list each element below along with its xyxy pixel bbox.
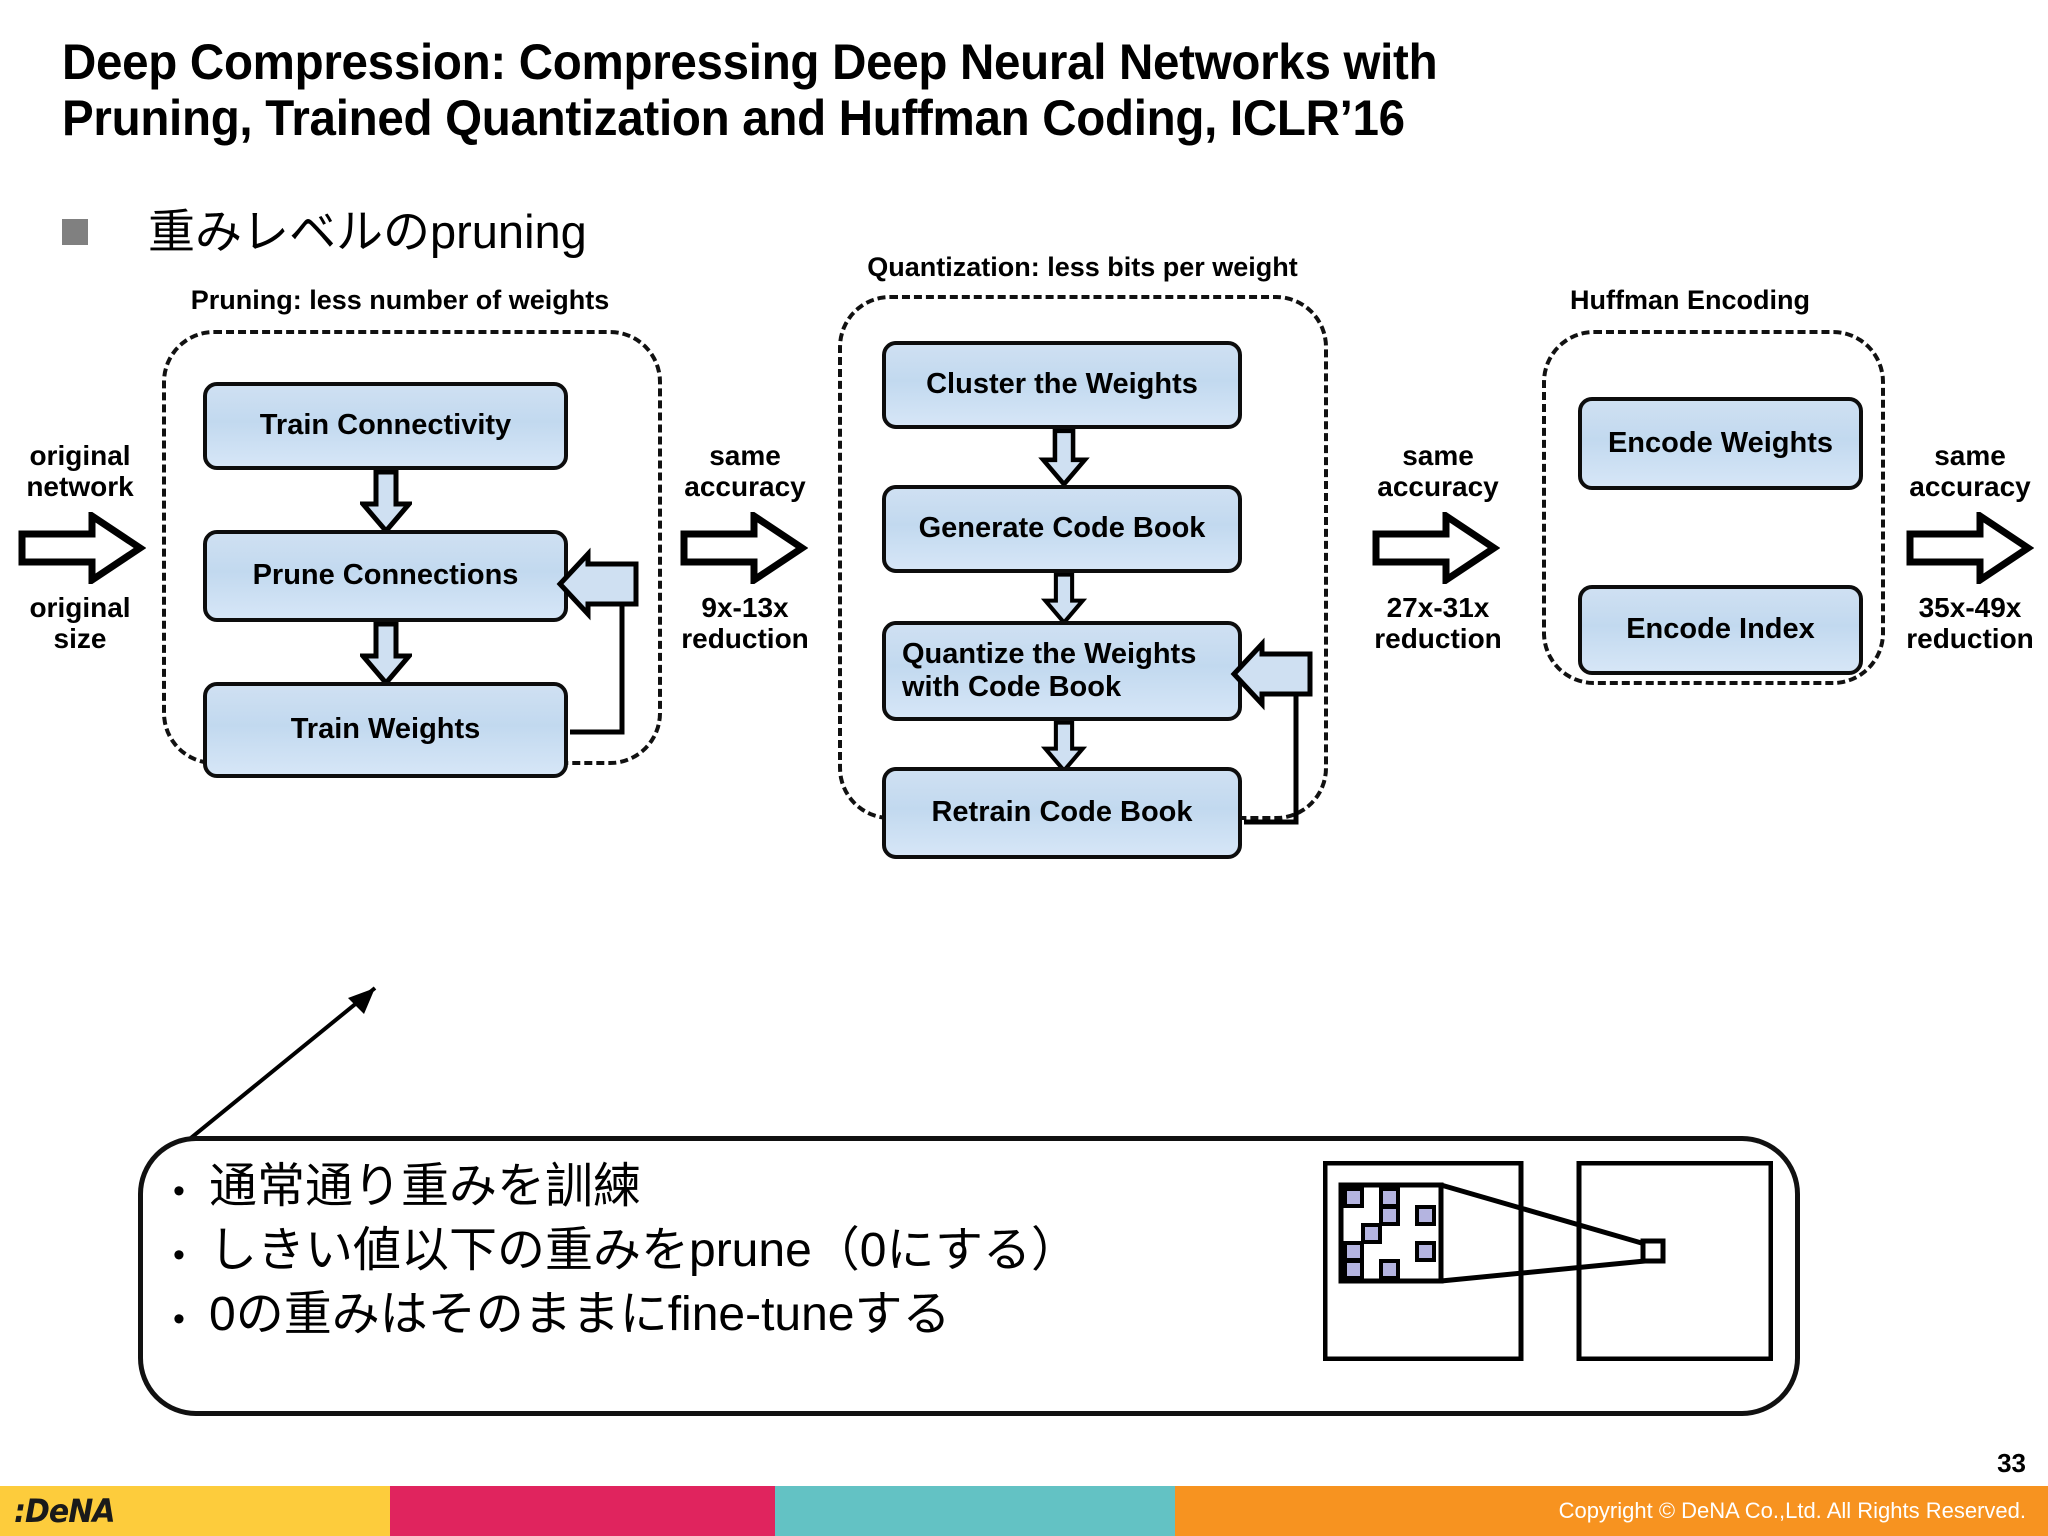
connector-after-huffman-bottom-line2: reduction: [1906, 623, 2034, 655]
footer-bar: :DeNA Copyright © DeNA Co.,Ltd. All Righ…: [0, 1486, 2048, 1536]
callout-box: • 通常通り重みを訓練 • しきい値以下の重みをprune（0にする） • 0の…: [138, 1136, 1800, 1416]
arrow-down-icon-quant-1: [1038, 429, 1090, 487]
arrow-right-icon-after-quantization: [1372, 512, 1500, 584]
callout-item-text-3: 0の重みはそのままにfine-tuneする: [209, 1287, 951, 1341]
connector-input-bottom-line2: size: [53, 623, 107, 655]
stage-group-huffman: [1542, 330, 1885, 685]
page-title: Deep Compression: Compressing Deep Neura…: [62, 34, 1867, 146]
arrow-right-icon-input: [18, 512, 146, 584]
connector-after-quant-top-line2: accuracy: [1377, 471, 1499, 503]
page-title-line2: Pruning, Trained Quantization and Huffma…: [62, 90, 1405, 146]
connector-input-bottom: original size: [0, 592, 160, 655]
bullet-row: 重みレベルのpruning: [62, 208, 587, 255]
bullet-text: 重みレベルのpruning: [148, 205, 587, 258]
connector-after-huffman-bottom-line1: 35x-49x: [1918, 592, 2022, 623]
process-box-train-connectivity[interactable]: Train Connectivity: [203, 382, 568, 470]
callout-item-text-2: しきい値以下の重みをprune（0にする）: [209, 1223, 1079, 1277]
connector-after-quantization-top: same accuracy: [1348, 440, 1528, 503]
arrow-down-icon-quant-2: [1040, 573, 1088, 625]
callout-leader-line: [168, 986, 377, 1157]
deep-compression-pipeline-diagram: original network original size Pruning: …: [0, 252, 2048, 1070]
connector-input-top: original network: [0, 440, 160, 503]
connector-after-pruning-bottom: 9x-13x reduction: [660, 592, 830, 655]
callout-item-text-1: 通常通り重みを訓練: [209, 1160, 642, 1213]
connector-after-huffman-bottom: 35x-49x reduction: [1890, 592, 2048, 655]
page-title-line1: Deep Compression: Compressing Deep Neura…: [62, 34, 1438, 90]
process-box-encode-index[interactable]: Encode Index: [1578, 585, 1863, 675]
callout-bullet-icon-2: •: [173, 1235, 185, 1274]
connector-after-pruning-top: same accuracy: [660, 440, 830, 503]
callout-list-item-1: • 通常通り重みを訓練: [173, 1155, 1079, 1219]
connector-input-top-line2: network: [26, 471, 134, 503]
stage-title-huffman: Huffman Encoding: [1570, 285, 1810, 315]
arrow-right-icon-after-huffman: [1906, 512, 2034, 584]
connector-after-quant-top-line1: same: [1402, 440, 1474, 471]
process-box-quantize-the-weights-with-code-book[interactable]: Quantize the Weights with Code Book: [882, 621, 1242, 721]
callout-list: • 通常通り重みを訓練 • しきい値以下の重みをprune（0にする） • 0の…: [173, 1155, 1079, 1346]
connector-after-huffman-top-line1: same: [1934, 440, 2006, 471]
callout-bullet-icon-3: •: [173, 1299, 185, 1338]
callout-list-item-2: • しきい値以下の重みをprune（0にする）: [173, 1219, 1079, 1283]
connector-after-pruning-bottom-line1: 9x-13x: [701, 592, 789, 623]
sparse-matrix-figure: [1323, 1161, 1773, 1361]
page-number: 33: [1997, 1448, 2026, 1478]
process-box-encode-weights[interactable]: Encode Weights: [1578, 397, 1863, 490]
connector-after-huffman-top: same accuracy: [1890, 440, 2048, 503]
arrow-down-icon-quant-3: [1040, 721, 1088, 773]
callout-list-item-3: • 0の重みはそのままにfine-tuneする: [173, 1283, 1079, 1347]
connector-after-quant-bottom-line2: reduction: [1374, 623, 1502, 655]
connector-after-quant-bottom-line1: 27x-31x: [1386, 592, 1490, 623]
dena-logo: :DeNA: [14, 1492, 116, 1530]
square-bullet-icon: [62, 218, 88, 245]
connector-after-pruning-top-line1: same: [709, 440, 781, 471]
process-box-retrain-code-book[interactable]: Retrain Code Book: [882, 767, 1242, 859]
process-box-prune-connections[interactable]: Prune Connections: [203, 530, 568, 622]
connector-after-huffman-top-line2: accuracy: [1909, 471, 2031, 503]
footer-segment-yellow: :DeNA: [0, 1486, 390, 1536]
feedback-loop-arrow-pruning: [556, 547, 639, 735]
footer-segment-orange: Copyright © DeNA Co.,Ltd. All Rights Res…: [1175, 1486, 2048, 1536]
arrow-down-icon-pruning-2: [360, 622, 412, 686]
connector-input-bottom-line1: original: [29, 592, 131, 623]
connector-after-pruning-bottom-line2: reduction: [681, 623, 809, 655]
footer-segment-crimson: [390, 1486, 775, 1536]
arrow-right-icon-after-pruning: [680, 512, 808, 584]
process-box-generate-code-book[interactable]: Generate Code Book: [882, 485, 1242, 573]
connector-after-quantization-bottom: 27x-31x reduction: [1348, 592, 1528, 655]
callout-bullet-icon-1: •: [173, 1172, 185, 1210]
stage-title-pruning: Pruning: less number of weights: [190, 285, 610, 315]
connector-input-top-line1: original: [29, 440, 131, 471]
footer-segment-teal: [775, 1486, 1175, 1536]
connector-after-pruning-top-line2: accuracy: [684, 471, 806, 503]
process-box-train-weights[interactable]: Train Weights: [203, 682, 568, 778]
copyright-text: Copyright © DeNA Co.,Ltd. All Rights Res…: [1558, 1498, 2026, 1523]
feedback-loop-arrow-quantization: [1230, 637, 1313, 825]
arrow-down-icon-pruning-1: [360, 470, 412, 534]
stage-title-quantization: Quantization: less bits per weight: [867, 252, 1298, 282]
process-box-cluster-the-weights[interactable]: Cluster the Weights: [882, 341, 1242, 429]
